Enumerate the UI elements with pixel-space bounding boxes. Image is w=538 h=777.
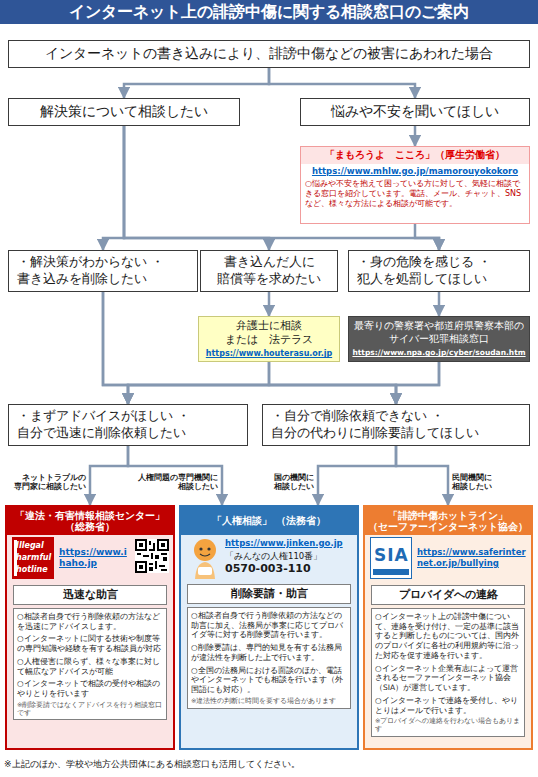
logo-text: SIA (374, 545, 409, 565)
edge-label: 民間機関に 相談したい (452, 473, 507, 492)
feature-box: 削除要請・助言 (187, 584, 351, 604)
start-box: インターネットの書き込みにより、誹謗中傷などの被害にあわれた場合 (8, 40, 530, 68)
logo-text: harmful (16, 553, 51, 563)
node-text: ○インターネットで連絡を受付し、やりとりはメールで行います。 (375, 696, 521, 716)
connector (396, 446, 448, 505)
node-text: 解決策について相談したい (9, 103, 239, 121)
bullet-box: ○インターネット上の誹謗中傷について、連絡を受け付け、一定の基準に該当すると判断… (371, 608, 525, 737)
connector (396, 362, 439, 404)
node-text: ○インターネット企業有志によって運営されるセーファーインターネット協会（SIA）… (375, 664, 521, 693)
node-text: ○人権侵害に限らず、様々な事案に対して幅広なアドバイスが可能 (17, 657, 163, 677)
node-text: https://www.npa.go.jp/cyber/soudan.htm (351, 348, 527, 357)
bullet-box: ○相談者自身で行う削除依頼の方法などの助言に加え、法務局が事案に応じてプロバイダ… (187, 607, 351, 709)
lawyer-box: 弁護士に相談 または 法テラス https://www.houterasu.or.… (198, 316, 340, 362)
choice-box: 解決策について相談したい (8, 98, 240, 126)
edge-label: 人権問題の専門機関に 相談したい (136, 473, 218, 492)
node-text: 迅速な助言 (16, 588, 164, 602)
node-text: ○インターネットで相談の受付や相談のやりとりを行います (17, 679, 163, 699)
need-box: ・自分で削除依頼できない ・自分の代わりに削除要請してほしい (262, 404, 530, 446)
edge-label: ネットトラブルの 専門家に相談したい (2, 473, 86, 492)
node-text: ○インターネット上の誹謗中傷について、連絡を受け付け、一定の基準に該当すると判断… (375, 612, 521, 661)
connector (415, 224, 439, 250)
node-text: プロバイダへの連絡 (374, 588, 522, 602)
node-text: ※削除要請ではなくアドバイスを行う相談窓口です (17, 702, 163, 718)
connector (103, 126, 124, 250)
node-text: ○削除要請は、専門的知見を有する法務局が違法性を判断した上で行います。 (191, 643, 347, 663)
connector (128, 362, 269, 404)
node-text: https://www.houterasu.or.jp (199, 349, 339, 359)
node-text: ○悩みや不安を抱えて困っている方に対して、気軽に相談できる窓口を紹介しています。… (301, 177, 529, 212)
police-box: 最寄りの警察署や都道府県警察本部のサイバー犯罪相談窓口 https://www.n… (348, 316, 530, 362)
connector (128, 446, 222, 505)
connector (128, 362, 439, 404)
connector (124, 126, 269, 250)
node-text: ○相談者自身で行う削除依頼の方法などを迅速にアドバイスします。 (17, 612, 163, 632)
node-text: https://www.mhlw.go.jp/mamorouyokokoro (301, 164, 529, 178)
caption-note: ※上記のほか、学校や地方公共団体にある相談窓口も活用してください。 (4, 759, 534, 770)
node-text: ○相談者自身で行う削除依頼の方法などの助言に加え、法務局が事案に応じてプロバイダ… (191, 611, 347, 640)
need-box: ・まずアドバイスがほしい ・自分で迅速に削除依頼したい (8, 404, 248, 446)
need-box: 書き込んだ人に 賠償等を求めたい (200, 250, 338, 292)
connector (124, 68, 269, 98)
need-box: ・解決策がわからない ・書き込みを削除したい (8, 250, 198, 292)
node-text: インターネットの書き込みにより、誹謗中傷などの被害にあわれた場合 (9, 45, 529, 63)
connector (269, 362, 396, 404)
mascot-illustration (186, 537, 224, 581)
node-text: 「違法・有害情報相談センター」 （総務省） (7, 507, 173, 535)
node-text: 「まもろうよ こころ」（厚生労働省） (301, 147, 529, 164)
connector (318, 446, 396, 505)
connector (414, 126, 417, 146)
title-band: インターネット上の誹謗中傷に関する相談窓口のご案内 (0, 0, 538, 24)
logo-text: hotline (16, 565, 48, 575)
connector (103, 292, 128, 404)
node-text: ※プロバイダへの連絡を行わない場合もあります (375, 718, 521, 734)
node-text: 悩みや不安を聞いてほしい (301, 103, 529, 121)
logo-text: Illegal (16, 541, 44, 551)
bullet-box: ○相談者自身で行う削除依頼の方法などを迅速にアドバイスします。○インターネットに… (13, 608, 167, 721)
connector (269, 68, 415, 98)
connector (438, 292, 441, 316)
service-box: 「まもろうよ こころ」（厚生労働省）https://www.mhlw.go.jp… (300, 146, 530, 224)
node-text: ※違法性の判断に時間を要する場合があります (191, 698, 347, 706)
node-text: 弁護士に相談 または 法テラス (199, 319, 339, 347)
need-box: ・身の危険を感じる ・犯人を処罰してほしい (348, 250, 530, 292)
choice-box: 悩みや不安を聞いてほしい (300, 98, 530, 126)
connector (90, 446, 128, 505)
feature-box: プロバイダへの連絡 (371, 585, 525, 605)
node-text: 削除要請・助言 (190, 587, 348, 601)
node-text: ・自分で削除依頼できない ・自分の代わりに削除要請してほしい (271, 408, 521, 442)
node-text: ○全国の法務局における面談のほか、電話やインターネットでも相談を行います（外国語… (191, 666, 347, 695)
node-text: ・解決策がわからない ・書き込みを削除したい (17, 254, 189, 288)
feature-box: 迅速な助言 (13, 585, 167, 605)
node-text: 「誹謗中傷ホットライン」 （セーファーインターネット協会） (365, 507, 531, 535)
node-text: ・まずアドバイスがほしい ・自分で迅速に削除依頼したい (17, 408, 239, 442)
connector (268, 292, 271, 316)
qr-code (135, 539, 169, 573)
node-text: ・身の危険を感じる ・犯人を処罰してほしい (357, 254, 521, 288)
edge-label: 国の機関に 相談したい (264, 473, 314, 492)
node-text: 「人権相談」 （法務省） (181, 507, 357, 535)
node-text: 最寄りの警察署や都道府県警察本部のサイバー犯罪相談窓口 (351, 320, 527, 345)
node-text: 書き込んだ人に 賠償等を求めたい (201, 254, 337, 288)
node-text: ○インターネットに関する技術や制度等の専門知識や経験を有する相談員が対応 (17, 634, 163, 654)
